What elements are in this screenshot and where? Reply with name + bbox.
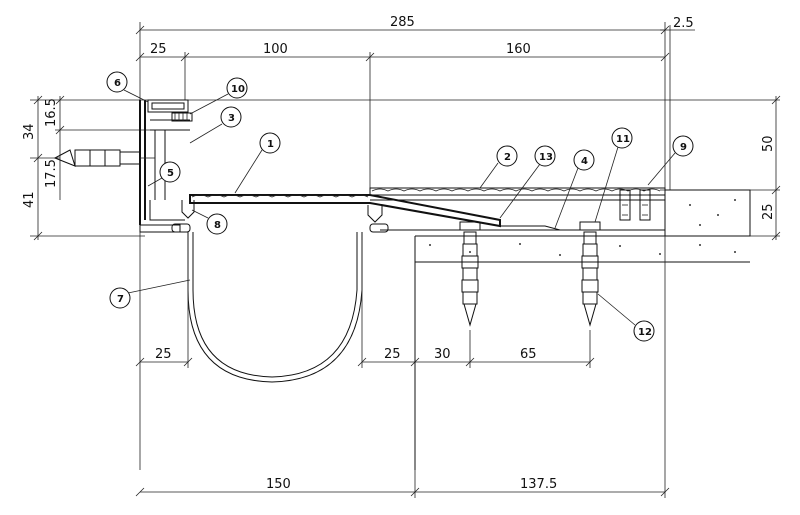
dim-50: 50 [761, 135, 776, 152]
bottom-dimensions: 150 137.5 [135, 236, 670, 498]
callout-6: 6 [106, 71, 149, 103]
callout-13: 13 [499, 145, 556, 219]
anchor-left [459, 221, 481, 327]
svg-text:5: 5 [167, 168, 174, 179]
svg-text:4: 4 [581, 156, 588, 167]
callout-9: 9 [647, 135, 694, 186]
svg-text:6: 6 [114, 78, 121, 89]
callout-12: 12 [597, 293, 655, 342]
dim-41: 41 [22, 191, 37, 208]
svg-text:2: 2 [504, 152, 511, 163]
anchor-right [579, 221, 601, 327]
svg-text:12: 12 [638, 327, 652, 338]
dim-137-5: 137.5 [520, 477, 557, 492]
middle-dimensions: 25 25 30 65 [135, 240, 595, 368]
dim-17-5: 17.5 [44, 159, 59, 188]
svg-text:11: 11 [616, 134, 630, 145]
dim-25-mid-a: 25 [155, 347, 172, 362]
callout-4: 4 [554, 149, 595, 229]
dim-150: 150 [266, 477, 291, 492]
dim-65: 65 [520, 347, 537, 362]
callout-5: 5 [147, 161, 181, 187]
dim-34: 34 [22, 123, 37, 140]
top-dimensions: 285 2.5 25 100 160 [135, 15, 695, 470]
dim-25-top: 25 [150, 42, 167, 57]
callout-10: 10 [189, 77, 248, 115]
callout-8: 8 [191, 209, 228, 235]
callout-7: 7 [109, 279, 191, 309]
svg-text:7: 7 [117, 294, 124, 305]
callout-3: 3 [189, 106, 242, 144]
svg-text:9: 9 [680, 142, 687, 153]
dim-100: 100 [263, 42, 288, 57]
clips [171, 200, 389, 233]
svg-text:13: 13 [539, 152, 553, 163]
screws-9 [619, 189, 651, 221]
dim-16-5: 16.5 [44, 98, 59, 127]
svg-text:8: 8 [214, 220, 221, 231]
left-anchor [53, 149, 155, 167]
svg-text:1: 1 [267, 139, 274, 150]
screw-10 [171, 112, 193, 122]
seal-loop [187, 232, 363, 383]
dim-285: 285 [390, 15, 415, 30]
dim-160: 160 [506, 42, 531, 57]
dim-2-5: 2.5 [673, 16, 694, 31]
callout-2: 2 [479, 145, 518, 189]
callout-1: 1 [234, 132, 281, 194]
svg-text:3: 3 [228, 113, 235, 124]
dim-25-right: 25 [761, 203, 776, 220]
svg-text:10: 10 [231, 84, 245, 95]
dim-25-mid-b: 25 [384, 347, 401, 362]
dim-30: 30 [434, 347, 451, 362]
callout-11: 11 [594, 127, 633, 223]
